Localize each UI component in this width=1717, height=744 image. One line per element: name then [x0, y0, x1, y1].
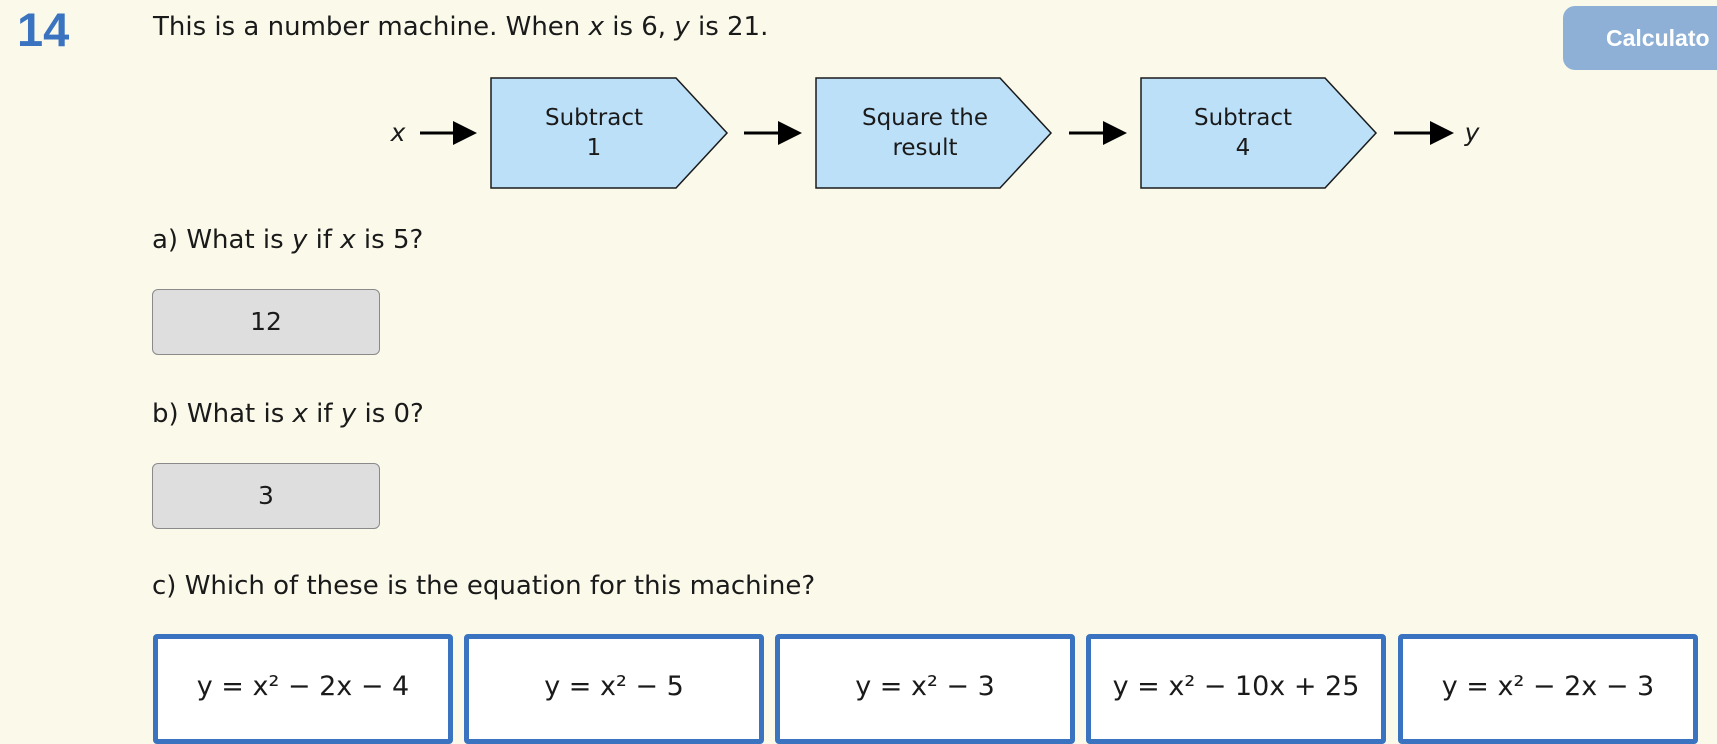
- machine-step-3-line-1: Subtract: [1194, 105, 1292, 131]
- answer-a-input[interactable]: 12: [152, 289, 380, 355]
- option-2[interactable]: y = x² − 5: [464, 634, 764, 744]
- machine-step-3-line-2: 4: [1236, 135, 1251, 161]
- machine-step-3: Subtract 4: [1140, 77, 1378, 189]
- answer-b-input[interactable]: 3: [152, 463, 380, 529]
- option-5[interactable]: y = x² − 2x − 3: [1398, 634, 1698, 744]
- machine-step-1-line-1: Subtract: [545, 105, 643, 131]
- machine-output-var: y: [1464, 118, 1481, 147]
- question-c: c) Which of these is the equation for th…: [152, 571, 816, 601]
- machine-step-1: Subtract 1: [490, 77, 729, 189]
- machine-step-1-line-2: 1: [587, 135, 602, 161]
- option-1[interactable]: y = x² − 2x − 4: [153, 634, 453, 744]
- arrow-icon: [1069, 121, 1127, 145]
- number-machine: x Subtract 1 Square the result Subtract …: [390, 77, 1481, 189]
- option-5-equation: y = x² − 2x − 3: [1441, 671, 1655, 702]
- option-4[interactable]: y = x² − 10x + 25: [1086, 634, 1386, 744]
- question-number: 14: [17, 3, 70, 56]
- calculator-button[interactable]: Calculato: [1563, 6, 1717, 70]
- option-3[interactable]: y = x² − 3: [775, 634, 1075, 744]
- arrow-icon: [420, 121, 477, 145]
- machine-input-var: x: [390, 118, 406, 147]
- option-2-equation: y = x² − 5: [544, 671, 684, 702]
- machine-step-2: Square the result: [815, 77, 1053, 189]
- question-intro: This is a number machine. When x is 6, y…: [153, 12, 769, 42]
- arrow-icon: [744, 121, 802, 145]
- option-4-equation: y = x² − 10x + 25: [1112, 671, 1360, 702]
- option-1-equation: y = x² − 2x − 4: [196, 671, 410, 702]
- question-b: b) What is x if y is 0?: [152, 399, 424, 429]
- arrow-icon: [1394, 121, 1454, 145]
- option-3-equation: y = x² − 3: [855, 671, 995, 702]
- question-a: a) What is y if x is 5?: [152, 225, 424, 255]
- machine-step-2-line-1: Square the: [862, 105, 988, 131]
- machine-step-2-line-2: result: [892, 135, 957, 161]
